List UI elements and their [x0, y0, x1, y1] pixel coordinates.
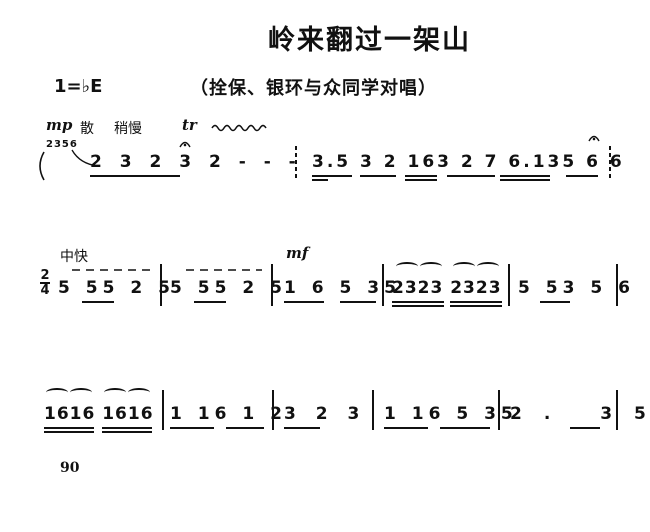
beam — [384, 427, 428, 429]
tempo-marking-slow: 稍慢 — [114, 121, 142, 137]
dynamic-marking-line2: mf — [286, 244, 309, 262]
beam — [500, 179, 550, 181]
beam — [102, 431, 152, 433]
barline — [616, 264, 618, 306]
beam — [570, 427, 600, 429]
line3-measure-5: 2. 35 — [510, 404, 646, 424]
line2-measure-2: 5 55 2 5 — [170, 278, 287, 298]
beam — [447, 175, 495, 177]
beam — [440, 427, 490, 429]
beam — [284, 427, 320, 429]
beam — [284, 301, 324, 303]
beam — [540, 301, 570, 303]
line3-measure-3: 3 2 3 — [284, 404, 367, 424]
line2-measure-3: 1 6 5 35 — [284, 278, 401, 298]
line1-measure-2: 3.5 3 2 163 2 7 6.135 6 6 — [312, 152, 625, 172]
trill-marking: tr — [182, 116, 197, 134]
beam — [340, 301, 376, 303]
beam — [392, 301, 444, 303]
tie — [420, 262, 442, 271]
tie — [46, 388, 68, 397]
dynamic-marking-line1: mp — [46, 116, 73, 134]
tie — [128, 388, 150, 397]
beam — [82, 301, 114, 303]
beam — [90, 175, 180, 177]
barline — [616, 390, 618, 430]
barline — [160, 264, 162, 306]
line3-measure-2: 1 16 1 2 — [170, 404, 287, 424]
line3-measure-4: 1 16 5 35 — [384, 404, 518, 424]
tie — [396, 262, 418, 271]
tie — [104, 388, 126, 397]
performer-note: （拴保、银环与众同学对唱） — [190, 78, 437, 99]
beam — [392, 305, 444, 307]
barline — [372, 390, 374, 430]
beam — [194, 301, 226, 303]
tie — [453, 262, 475, 271]
tempo-marking-san: 散 — [80, 121, 94, 137]
tie — [477, 262, 499, 271]
time-signature: 2 4 — [40, 268, 50, 298]
beam — [360, 175, 396, 177]
song-title: 岭来翻过一架山 — [268, 25, 471, 56]
barline — [272, 390, 274, 430]
beam — [226, 427, 264, 429]
beam — [170, 427, 214, 429]
key-signature: 1=♭E — [54, 76, 103, 97]
beam — [500, 175, 550, 177]
line2-measure-1: 5 55 2 5 — [58, 278, 175, 298]
beam — [566, 175, 598, 177]
time-signature-top: 2 — [40, 268, 50, 283]
barline — [162, 390, 164, 430]
page-number: 90 — [60, 460, 80, 476]
beam — [405, 179, 437, 181]
beam — [450, 305, 502, 307]
barline — [271, 264, 273, 306]
beam — [450, 301, 502, 303]
beam — [312, 175, 352, 177]
beam — [44, 427, 94, 429]
beam — [44, 431, 94, 433]
tempo-marking-moderate: 中快 — [60, 249, 88, 265]
beam — [312, 179, 328, 181]
barline — [508, 264, 510, 306]
beam — [102, 427, 152, 429]
line3-measure-1: 1616 1616 — [44, 404, 154, 424]
barline — [382, 264, 384, 306]
barline — [498, 390, 500, 430]
tie — [70, 388, 92, 397]
line2-measure-4: 2323 2323 — [392, 278, 502, 298]
grace-notes: 2356 — [46, 139, 78, 150]
time-signature-rule — [40, 282, 50, 284]
beam — [405, 175, 437, 177]
line1-measure-1: 2 3 2 3 2 - - - — [90, 152, 302, 172]
line2-measure-5: 5 53 5 6 — [518, 278, 635, 298]
time-signature-bottom: 4 — [40, 283, 50, 298]
